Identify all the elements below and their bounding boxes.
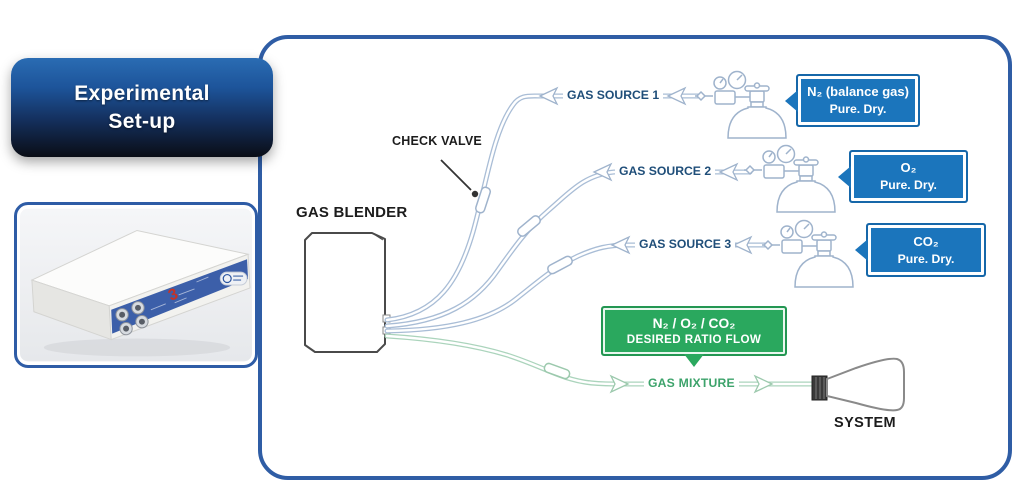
co2-purity: Pure. Dry. xyxy=(897,251,955,266)
mixture-ratio-text: DESIRED RATIO FLOW xyxy=(626,333,762,347)
gas-blender-device-illustration: 3 xyxy=(20,208,252,362)
mixture-ratio-callout: N₂ / O₂ / CO₂ DESIRED RATIO FLOW xyxy=(601,306,787,367)
gas-blender-photo: 3 xyxy=(14,202,258,368)
n2-gas-name: N₂ (balance gas) xyxy=(807,84,909,100)
n2-purity: Pure. Dry. xyxy=(829,102,887,117)
o2-purity: Pure. Dry. xyxy=(880,178,937,193)
n2-callout: N₂ (balance gas) Pure. Dry. xyxy=(785,74,920,127)
co2-gas-name: CO₂ xyxy=(913,233,939,249)
gas-source-1-label: GAS SOURCE 1 xyxy=(563,88,664,102)
title-box: Experimental Set-up xyxy=(11,58,273,157)
mixture-gases: N₂ / O₂ / CO₂ xyxy=(652,315,736,331)
gas-mixture-label: GAS MIXTURE xyxy=(644,376,739,390)
callout-tail-icon xyxy=(684,354,704,367)
callout-tail-icon xyxy=(855,239,868,261)
callout-tail-icon xyxy=(785,89,798,112)
callout-tail-icon xyxy=(838,165,851,188)
title-line-2: Set-up xyxy=(108,109,176,133)
title-line-1: Experimental xyxy=(74,82,210,106)
device-front-panel xyxy=(111,259,249,334)
gas-source-3-label: GAS SOURCE 3 xyxy=(635,237,736,251)
check-valve-label: CHECK VALVE xyxy=(392,134,482,148)
gas-blender-label: GAS BLENDER xyxy=(296,204,408,221)
device-connectors xyxy=(115,301,149,336)
o2-callout: O₂ Pure. Dry. xyxy=(838,150,968,203)
system-label: SYSTEM xyxy=(834,415,897,431)
device-logo-icon xyxy=(219,271,248,286)
device-panel-print xyxy=(150,276,209,311)
co2-callout: CO₂ Pure. Dry. xyxy=(855,223,986,277)
gas-source-2-label: GAS SOURCE 2 xyxy=(615,164,716,178)
o2-gas-name: O₂ xyxy=(900,160,917,176)
